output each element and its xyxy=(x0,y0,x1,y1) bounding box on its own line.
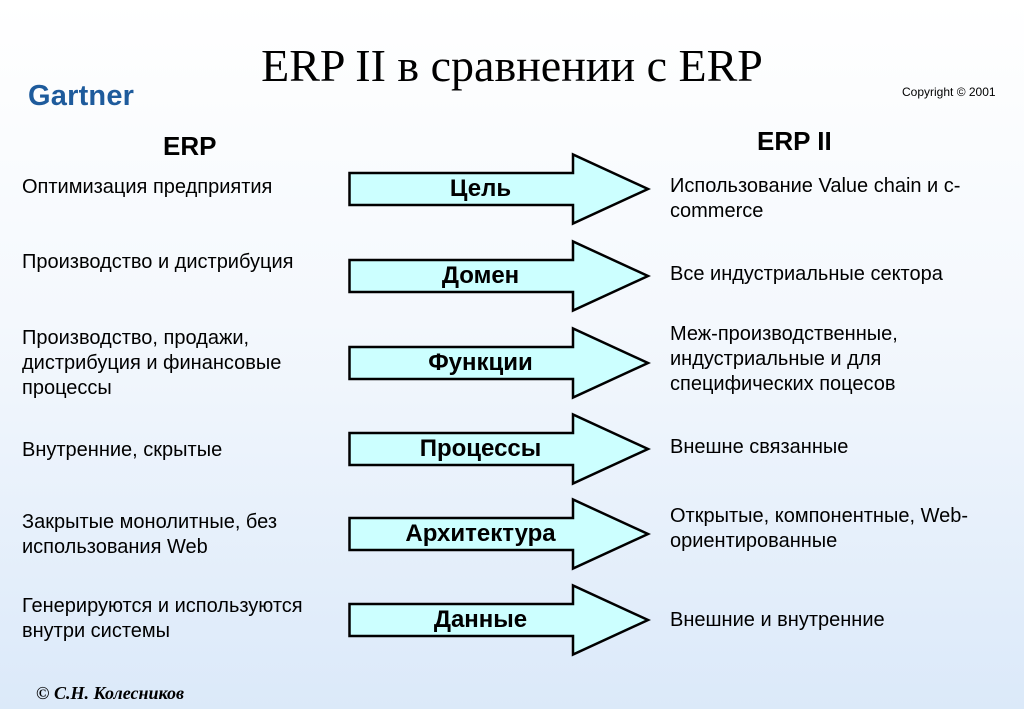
arrow-label-architecture: Архитектура xyxy=(405,520,556,547)
erp2-data-text: Внешние и внутренние xyxy=(670,609,885,631)
arrow-label-processes: Процессы xyxy=(419,435,542,462)
arrow-shape xyxy=(348,239,651,313)
architecture-arrow: Архитектура xyxy=(348,497,651,571)
erp2-processes-text: Внешне связанные xyxy=(670,436,849,458)
erp2-domain-text: Все индустриальные сектора xyxy=(670,263,943,285)
author-footer: © С.Н. Колесников xyxy=(36,683,184,703)
domain-arrow: Домен xyxy=(348,239,651,313)
arrow-label-data: Данные xyxy=(433,606,528,633)
functions-arrow: Функции xyxy=(348,326,651,400)
erp-domain-text: Производство и дистрибуция xyxy=(22,251,294,273)
erp2-architecture-text: Открытые, компонентные, Web-ориентирован… xyxy=(670,505,968,552)
data-arrow: Данные xyxy=(348,583,651,657)
arrow-shape xyxy=(348,412,651,486)
arrow-label-functions: Функции xyxy=(428,349,533,376)
arrow-shape xyxy=(348,583,651,657)
erp-processes-text: Внутренние, скрытые xyxy=(22,439,223,461)
erp-goal-text: Оптимизация предприятия xyxy=(22,176,273,198)
erp-functions-text: Производство, продажи, дистрибуция и фин… xyxy=(22,327,282,399)
arrow-shape xyxy=(348,152,651,226)
processes-arrow: Процессы xyxy=(348,412,651,486)
erp-ii-column-header: ERP II xyxy=(757,126,832,156)
erp-column-header: ERP xyxy=(163,131,217,161)
arrow-shape xyxy=(348,497,651,571)
goal-arrow: Цель xyxy=(348,152,651,226)
arrow-shape xyxy=(348,326,651,400)
arrow-label-goal: Цель xyxy=(449,175,512,202)
slide-title: ERP II в сравнении с ERP xyxy=(261,40,763,91)
erp-data-text: Генерируются и используются внутри систе… xyxy=(22,595,303,642)
arrow-label-domain: Домен xyxy=(441,262,520,289)
erp2-goal-text: Использование Value chain и c-commerce xyxy=(670,175,961,222)
gartner-logo: Gartner xyxy=(28,80,135,112)
erp2-functions-text: Меж-производственные, индустриальные и д… xyxy=(670,323,898,395)
erp-architecture-text: Закрытые монолитные, без использования W… xyxy=(22,511,278,558)
copyright-notice: Copyright © 2001 xyxy=(902,85,996,99)
